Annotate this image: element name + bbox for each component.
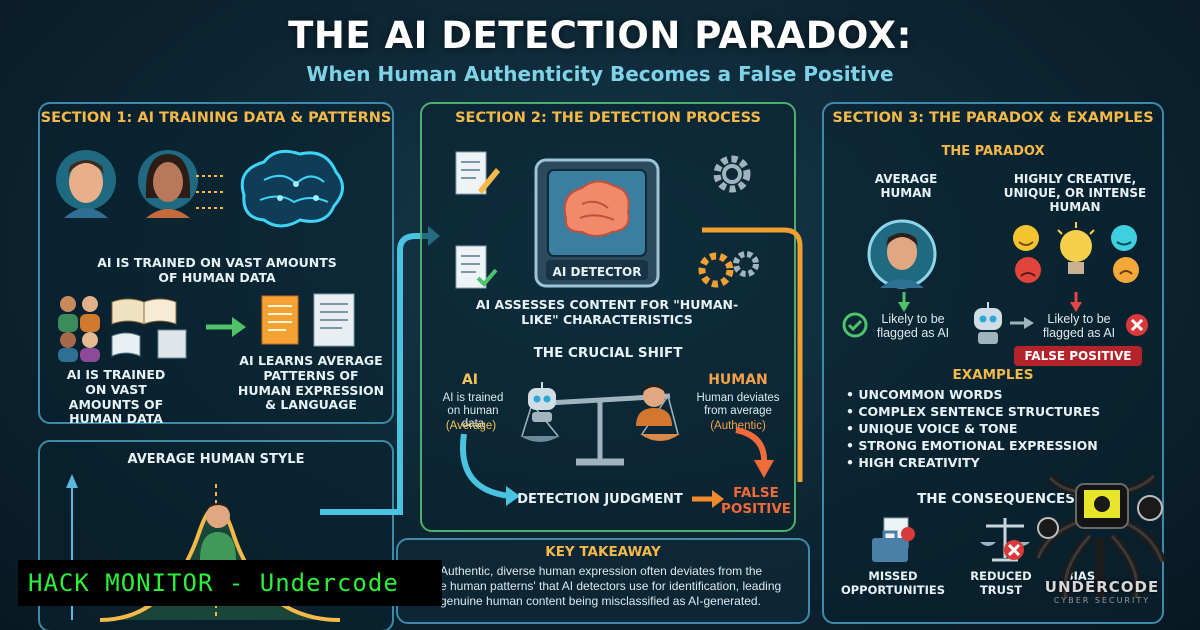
average-human-avatar: [866, 218, 938, 290]
section3-title: SECTION 3: THE PARADOX & EXAMPLES: [832, 110, 1154, 126]
section1-trained-text: AI IS TRAINED ON VAST AMOUNTS OF HUMAN D…: [97, 255, 337, 285]
curve-arrow-orange: [730, 426, 780, 480]
takeaway-panel: [396, 538, 810, 624]
consequence-item: BIAS: [1064, 569, 1096, 583]
false-positive-badge: FALSE POSITIVE: [1014, 346, 1142, 366]
example-item: • UNIQUE VOICE & TONE: [846, 421, 1018, 436]
orange-flow-line: [700, 216, 810, 486]
example-item: • HIGH CREATIVITY: [846, 455, 980, 470]
takeaway-line1: Authentic, diverse human expression ofte…: [440, 564, 763, 578]
ai-scale-desc: AI is trained on human data: [442, 392, 504, 431]
hack-monitor-watermark: HACK MONITOR - Undercode: [18, 560, 442, 606]
crucial-shift-title: THE CRUCIAL SHIFT: [533, 345, 683, 361]
flag-left-text: Likely to be flagged as AI: [876, 312, 950, 341]
woman-avatar: [136, 148, 200, 218]
examples-title: EXAMPLES: [952, 367, 1034, 383]
human-scale-label: HUMAN: [708, 372, 768, 388]
paradox-title: THE PARADOX: [941, 144, 1045, 159]
consequences-title: THE CONSEQUENCES: [917, 491, 1075, 507]
example-item: • UNCOMMON WORDS: [846, 387, 1003, 402]
connector-dots: [196, 168, 232, 218]
takeaway-line3: genuine human content being misclassifie…: [440, 594, 761, 608]
example-item: • STRONG EMOTIONAL EXPRESSION: [846, 438, 1098, 453]
emoji-cluster-icon: [1008, 216, 1144, 292]
down-arrow-red: [1068, 292, 1084, 314]
judgment-arrow-orange: [690, 488, 726, 510]
ai-scale-label: AI: [461, 372, 479, 388]
judgment-arrow-cyan: [454, 430, 524, 510]
neural-brain-icon: [224, 140, 354, 240]
ai-scale-note: (Average): [445, 420, 497, 432]
detection-judgment-label: DETECTION JUDGMENT: [517, 492, 683, 507]
average-human-label: AVERAGE HUMAN: [874, 172, 938, 201]
gear-icon: [708, 150, 756, 198]
books-icon: [108, 292, 198, 362]
consequence-item: MISSED OPPORTUNITIES: [840, 569, 946, 597]
example-item: • COMPLEX SENTENCE STRUCTURES: [846, 404, 1101, 419]
arrow-right-icon: [204, 314, 248, 340]
section2-title: SECTION 2: THE DETECTION PROCESS: [455, 110, 761, 126]
ai-detector-box: [532, 156, 662, 290]
section1-trained-text-2: AI IS TRAINED ON VAST AMOUNTS OF HUMAN D…: [66, 367, 166, 427]
main-title: THE AI DETECTION PARADOX:: [288, 14, 912, 57]
gears-orange-icon: [694, 244, 766, 292]
takeaway-line2: e human patterns' that AI detectors use …: [440, 579, 782, 593]
section1-learns-text: AI LEARNS AVERAGE PATTERNS OF HUMAN EXPR…: [237, 353, 385, 413]
creative-human-label: HIGHLY CREATIVE, UNIQUE, OR INTENSE HUMA…: [1003, 172, 1147, 215]
right-arrow-small: [1010, 314, 1036, 332]
average-person-icon: [198, 500, 238, 560]
undercode-logo: [1030, 458, 1170, 608]
false-positive-label: FALSE POSITIVE: [720, 485, 792, 517]
undercode-logo-text: UNDERCODE: [1044, 578, 1160, 596]
document-check-icon: [452, 244, 502, 292]
man-avatar: [54, 148, 118, 218]
people-group-icon: [54, 292, 104, 362]
documents-icon: [258, 290, 368, 350]
robot-icon: [520, 380, 564, 424]
assesses-text: AI ASSESSES CONTENT FOR "HUMAN-LIKE" CHA…: [475, 297, 739, 327]
subtitle: When Human Authenticity Becomes a False …: [306, 62, 894, 86]
robot-small-icon: [968, 300, 1008, 346]
check-circle-icon: [842, 312, 868, 338]
briefcase-icon: [868, 516, 918, 566]
flag-right-text: Likely to be flagged as AI: [1042, 312, 1116, 341]
consequence-item: REDUCED TRUST: [970, 569, 1032, 597]
ai-detector-label: AI DETECTOR: [552, 265, 642, 279]
undercode-logo-sub: CYBER SECURITY: [1053, 596, 1151, 605]
down-arrow-green: [896, 292, 912, 314]
x-circle-icon: [1124, 312, 1150, 338]
human-scale-desc: Human deviates from average: [696, 392, 780, 418]
human-head-icon: [634, 382, 674, 426]
section1-title: SECTION 1: AI TRAINING DATA & PATTERNS: [40, 110, 392, 126]
document-pen-icon: [452, 150, 502, 198]
scales-x-icon: [978, 514, 1032, 566]
avg-style-title: AVERAGE HUMAN STYLE: [127, 452, 305, 467]
takeaway-title: KEY TAKEAWAY: [545, 544, 661, 560]
human-scale-note: (Authentic): [710, 420, 766, 432]
